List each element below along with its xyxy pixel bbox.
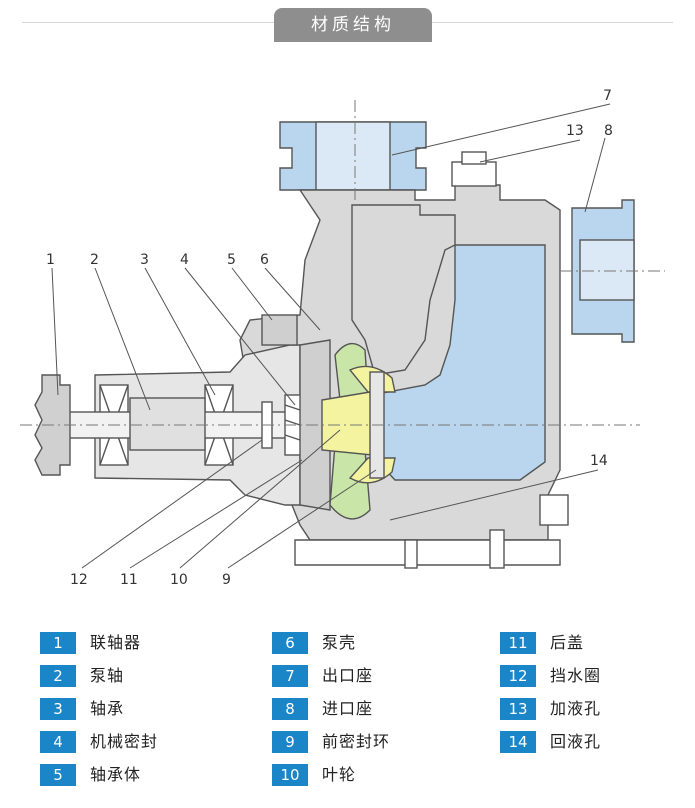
callout-3: 3 (140, 252, 149, 268)
leader-1 (51, 267, 59, 396)
callout-5: 5 (227, 252, 236, 268)
callout-4: 4 (180, 252, 189, 268)
legend-number: 8 (272, 698, 308, 720)
inlet-bore (579, 239, 635, 301)
legend-number: 6 (272, 632, 308, 654)
legend-number: 12 (500, 665, 536, 687)
leader-3 (144, 267, 216, 396)
callout-14: 14 (590, 453, 608, 469)
return-hole (539, 494, 569, 526)
leader-14 (389, 469, 599, 521)
leader-8 (584, 137, 606, 213)
callout-12: 12 (70, 572, 88, 588)
legend-number: 7 (272, 665, 308, 687)
leader-12 (81, 439, 263, 569)
shaft-hub (129, 397, 206, 451)
fill-hole-cap (461, 151, 487, 165)
pump-drawing (34, 121, 635, 569)
base-bolt-right (489, 529, 505, 569)
legend-label: 叶轮 (322, 765, 357, 784)
section-header: 材质结构 (0, 0, 695, 45)
legend-label: 回液孔 (550, 732, 602, 751)
leader-2 (94, 267, 151, 411)
callout-7: 7 (603, 88, 612, 104)
callout-8: 8 (604, 123, 613, 139)
callout-2: 2 (90, 252, 99, 268)
legend-number: 4 (40, 731, 76, 753)
impeller-hub (321, 391, 373, 456)
legend-number: 1 (40, 632, 76, 654)
legend-label: 后盖 (550, 633, 585, 652)
leader-lines (51, 103, 611, 569)
legend-label: 进口座 (322, 699, 374, 718)
legend-label: 出口座 (322, 666, 374, 685)
pump-cross-section-diagram: 1 2 3 4 5 6 7 8 9 10 11 12 13 14 (20, 88, 665, 588)
legend-label: 加液孔 (550, 699, 602, 718)
leader-5 (231, 267, 273, 321)
legend-number: 3 (40, 698, 76, 720)
legend-label: 轴承体 (90, 765, 142, 784)
legend-number: 14 (500, 731, 536, 753)
leader-9 (227, 469, 377, 569)
legend-number: 2 (40, 665, 76, 687)
leader-6 (264, 267, 321, 331)
leader-10 (179, 429, 341, 569)
header-rule-right (432, 22, 673, 23)
callout-labels: 1 2 3 4 5 6 7 8 9 10 11 12 13 14 (46, 88, 613, 588)
callout-1: 1 (46, 252, 55, 268)
bearing-cap (261, 314, 298, 346)
leader-11 (129, 459, 303, 569)
legend-number: 5 (40, 764, 76, 786)
legend-label: 前密封环 (322, 732, 391, 751)
legend-label: 泵轴 (90, 666, 125, 685)
base-bolt-left (404, 539, 418, 569)
section-title: 材质结构 (274, 8, 432, 42)
legend-label: 机械密封 (90, 732, 159, 751)
legend-number: 9 (272, 731, 308, 753)
parts-legend: 1 联轴器 2 泵轴 3 轴承 4 机械密封 5 轴承体 6 泵壳 7 出口座 … (0, 620, 695, 800)
fill-hole-plug (451, 161, 497, 187)
legend-number: 10 (272, 764, 308, 786)
callout-10: 10 (170, 572, 188, 588)
callout-9: 9 (222, 572, 231, 588)
outlet-bore (315, 121, 391, 191)
legend-number: 13 (500, 698, 536, 720)
center-lines (20, 100, 665, 426)
legend-label: 泵壳 (322, 633, 357, 652)
legend-label: 联轴器 (90, 633, 142, 652)
callout-13: 13 (566, 123, 584, 139)
legend-label: 挡水圈 (550, 666, 602, 685)
callout-6: 6 (260, 252, 269, 268)
callout-11: 11 (120, 572, 138, 588)
leader-4 (184, 267, 296, 406)
header-rule-left (22, 22, 274, 23)
leader-7 (391, 103, 611, 156)
pump-base (294, 539, 561, 566)
legend-number: 11 (500, 632, 536, 654)
leader-13 (479, 139, 581, 163)
fluid-volute (351, 204, 456, 376)
legend-label: 轴承 (90, 699, 125, 718)
